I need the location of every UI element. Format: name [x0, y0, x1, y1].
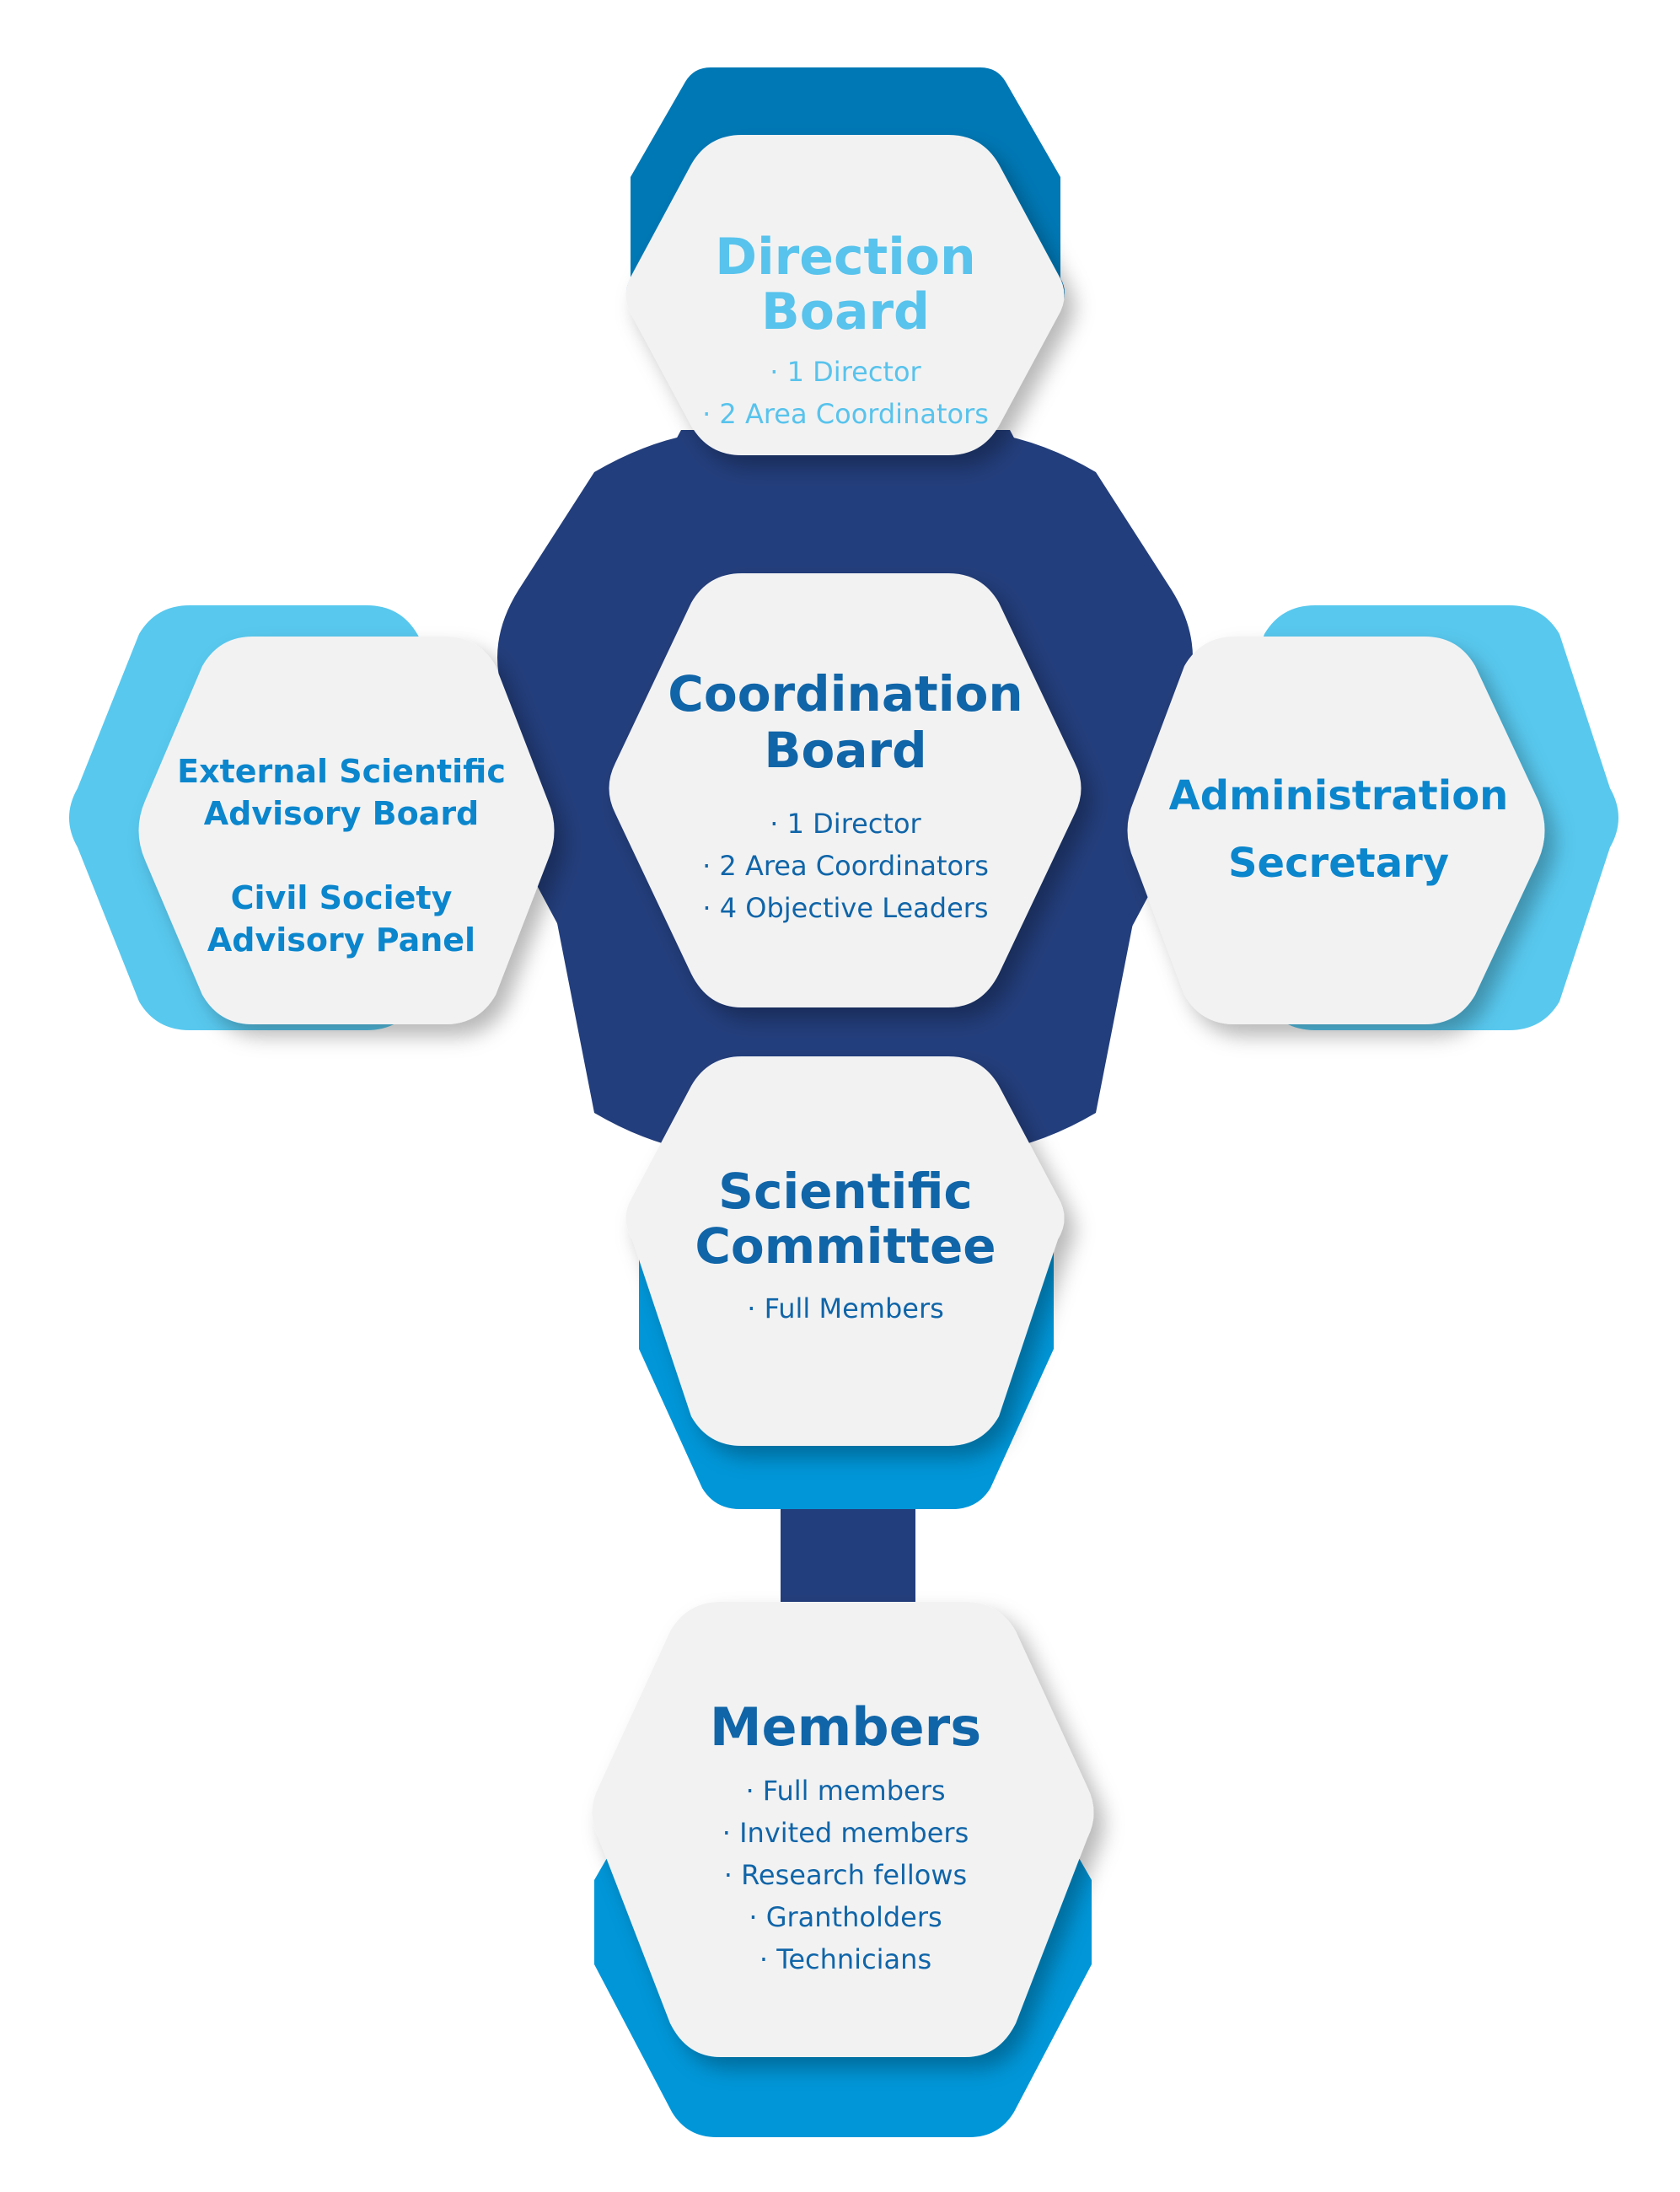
- members-hexagon: [592, 1602, 1094, 2057]
- advisory-line-4: Advisory Panel: [207, 921, 475, 959]
- advisory-line-1: External Scientific: [177, 753, 506, 790]
- members-title: Members: [710, 1696, 981, 1758]
- coordination-board-item-1: · 1 Director: [770, 808, 921, 840]
- members-item-2: · Invited members: [722, 1817, 969, 1849]
- direction-board-title-line1: Direction: [715, 228, 975, 287]
- coordination-board-title-line1: Coordination: [668, 665, 1022, 723]
- advisory-line-2: Advisory Board: [204, 795, 480, 832]
- members-item-5: · Technicians: [759, 1943, 931, 1975]
- administration-line-1: Administration: [1169, 772, 1509, 819]
- coordination-board-hexagon: [609, 573, 1082, 1007]
- members-item-4: · Grantholders: [749, 1901, 942, 1933]
- members-item-3: · Research fellows: [724, 1859, 967, 1891]
- direction-board-item-1: · 1 Director: [770, 356, 921, 388]
- scientific-committee-hexagon: [625, 1056, 1065, 1446]
- coordination-board-item-3: · 4 Objective Leaders: [702, 892, 988, 924]
- advisory-hexagon: [138, 637, 555, 1024]
- coordination-board-item-2: · 2 Area Coordinators: [702, 850, 989, 882]
- direction-board-title-line2: Board: [761, 282, 930, 341]
- direction-board-item-2: · 2 Area Coordinators: [702, 398, 989, 430]
- connector-bar: [781, 1492, 915, 1614]
- scientific-committee-title-line1: Scientific: [718, 1163, 973, 1220]
- administration-line-2: Secretary: [1228, 840, 1449, 887]
- direction-board-hexagon: [625, 135, 1065, 455]
- scientific-committee-title-line2: Committee: [695, 1217, 996, 1275]
- scientific-committee-item-1: · Full Members: [747, 1292, 944, 1324]
- members-item-1: · Full members: [745, 1775, 945, 1807]
- advisory-line-3: Civil Society: [231, 879, 453, 916]
- coordination-board-title-line2: Board: [764, 722, 926, 779]
- administration-hexagon: [1127, 637, 1545, 1024]
